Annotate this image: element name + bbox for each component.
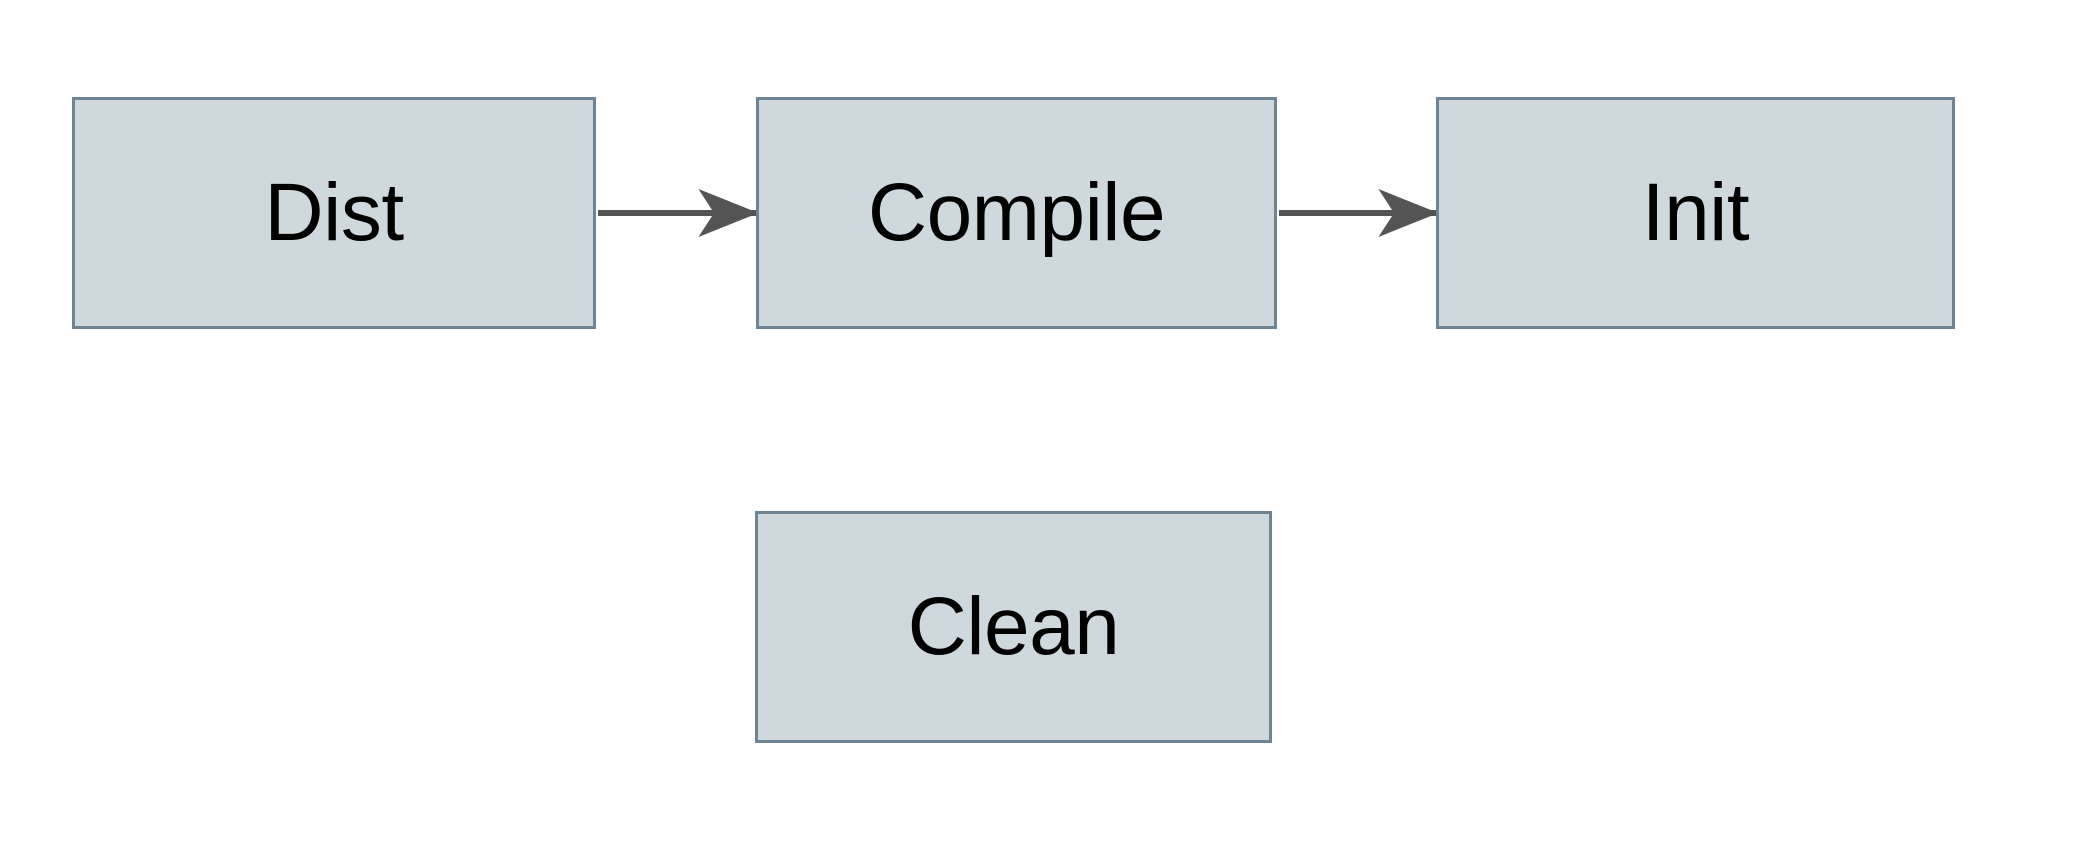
- node-clean[interactable]: Clean: [755, 511, 1272, 743]
- node-label-init: Init: [1641, 167, 1750, 258]
- node-compile[interactable]: Compile: [756, 97, 1277, 329]
- node-dist[interactable]: Dist: [72, 97, 596, 329]
- node-label-compile: Compile: [867, 167, 1166, 258]
- node-label-clean: Clean: [907, 581, 1120, 672]
- node-label-dist: Dist: [264, 167, 404, 258]
- node-init[interactable]: Init: [1436, 97, 1955, 329]
